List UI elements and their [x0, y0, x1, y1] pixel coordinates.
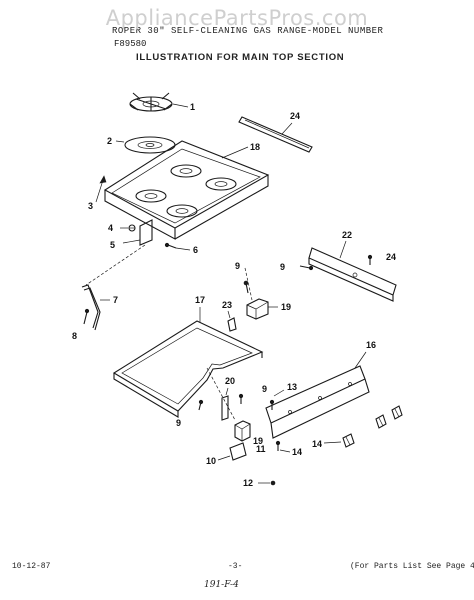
callout-20: 20 [225, 376, 235, 386]
callout-19: 19 [281, 302, 291, 312]
callout-19b: 19 [253, 436, 263, 446]
callout-7: 7 [113, 295, 118, 305]
top-clip [128, 224, 136, 232]
rear-screw [299, 265, 314, 271]
leader-1 [172, 103, 189, 108]
callout-10: 10 [206, 456, 216, 466]
callout-9c: 9 [262, 384, 267, 394]
callout-12: 12 [243, 478, 253, 488]
top-hinge-bracket [139, 219, 153, 246]
callout-24: 24 [386, 252, 396, 262]
alignment-line [244, 267, 253, 301]
bottom-screw [270, 480, 276, 486]
callout-5: 5 [110, 240, 115, 250]
valve-bracket [221, 395, 229, 421]
box-clip [227, 317, 237, 332]
leader-18 [221, 146, 249, 159]
burner-grate [129, 92, 173, 112]
manifold-screw [269, 399, 275, 410]
callout-23: 24 [290, 111, 300, 121]
arrow-3 [99, 175, 107, 184]
top-screw [164, 242, 177, 249]
valve-block [234, 420, 251, 442]
callout-1: 1 [190, 102, 195, 112]
callout-13a: 13 [287, 382, 297, 392]
valve-spacer [229, 442, 247, 461]
control-knobs [342, 405, 403, 448]
leader-16 [354, 351, 367, 369]
callout-4: 4 [108, 223, 113, 233]
callout-22: 22 [342, 230, 352, 240]
leader-10 [217, 455, 231, 461]
callout-3: 3 [88, 201, 93, 211]
front-manifold-panel [265, 365, 370, 439]
callout-8: 8 [72, 331, 77, 341]
callout-9a: 9 [235, 261, 240, 271]
leader-5 [122, 239, 141, 244]
bracket-screw [243, 280, 249, 294]
callout-9b: 9 [280, 262, 285, 272]
rear-trim-strip [238, 116, 313, 153]
rod-screw [83, 308, 90, 325]
footer-page-number: -3- [228, 562, 243, 571]
footer-handwritten-code: 191-F-4 [204, 580, 239, 590]
lower-screw [275, 440, 281, 451]
leader-20 [225, 387, 229, 396]
box-screw [198, 399, 204, 411]
leader-21 [227, 310, 231, 319]
leader-23 [281, 122, 293, 135]
diagram-title: ROPER 30" SELF-CLEANING GAS RANGE-MODEL … [112, 26, 384, 36]
footer-date: 10-12-87 [12, 562, 51, 571]
diagram-subtitle: ILLUSTRATION FOR MAIN TOP SECTION [136, 52, 345, 63]
callout-17: 17 [195, 295, 205, 305]
callout-11: 11 [256, 444, 266, 454]
callout-6: 6 [193, 245, 198, 255]
leader-2 [115, 140, 125, 143]
main-top-panel [103, 140, 270, 240]
callout-2: 2 [107, 136, 112, 146]
callout-9d: 9 [176, 418, 181, 428]
callout-16: 16 [366, 340, 376, 350]
callout-13b: 14 [292, 447, 302, 457]
leader-6 [175, 247, 191, 251]
callout-14: 14 [312, 439, 322, 449]
center-screw [238, 393, 244, 404]
burner-box [112, 320, 264, 418]
alignment-line [85, 244, 146, 286]
footer-parts-note: (For Parts List See Page 4) [350, 562, 474, 571]
support-rod [81, 284, 101, 331]
model-number: F89580 [114, 39, 147, 49]
leader-22 [339, 240, 347, 259]
exploded-parts-diagram: 1 2 18 24 3 4 5 [72, 92, 403, 488]
callout-18: 18 [250, 142, 260, 152]
leader-13b [279, 449, 291, 453]
rear-panel [308, 247, 397, 302]
leader-13a [273, 389, 285, 397]
callout-21: 23 [222, 300, 232, 310]
leader-14 [323, 441, 342, 444]
rear-panel-screw [367, 254, 373, 265]
upper-bracket [246, 298, 269, 320]
